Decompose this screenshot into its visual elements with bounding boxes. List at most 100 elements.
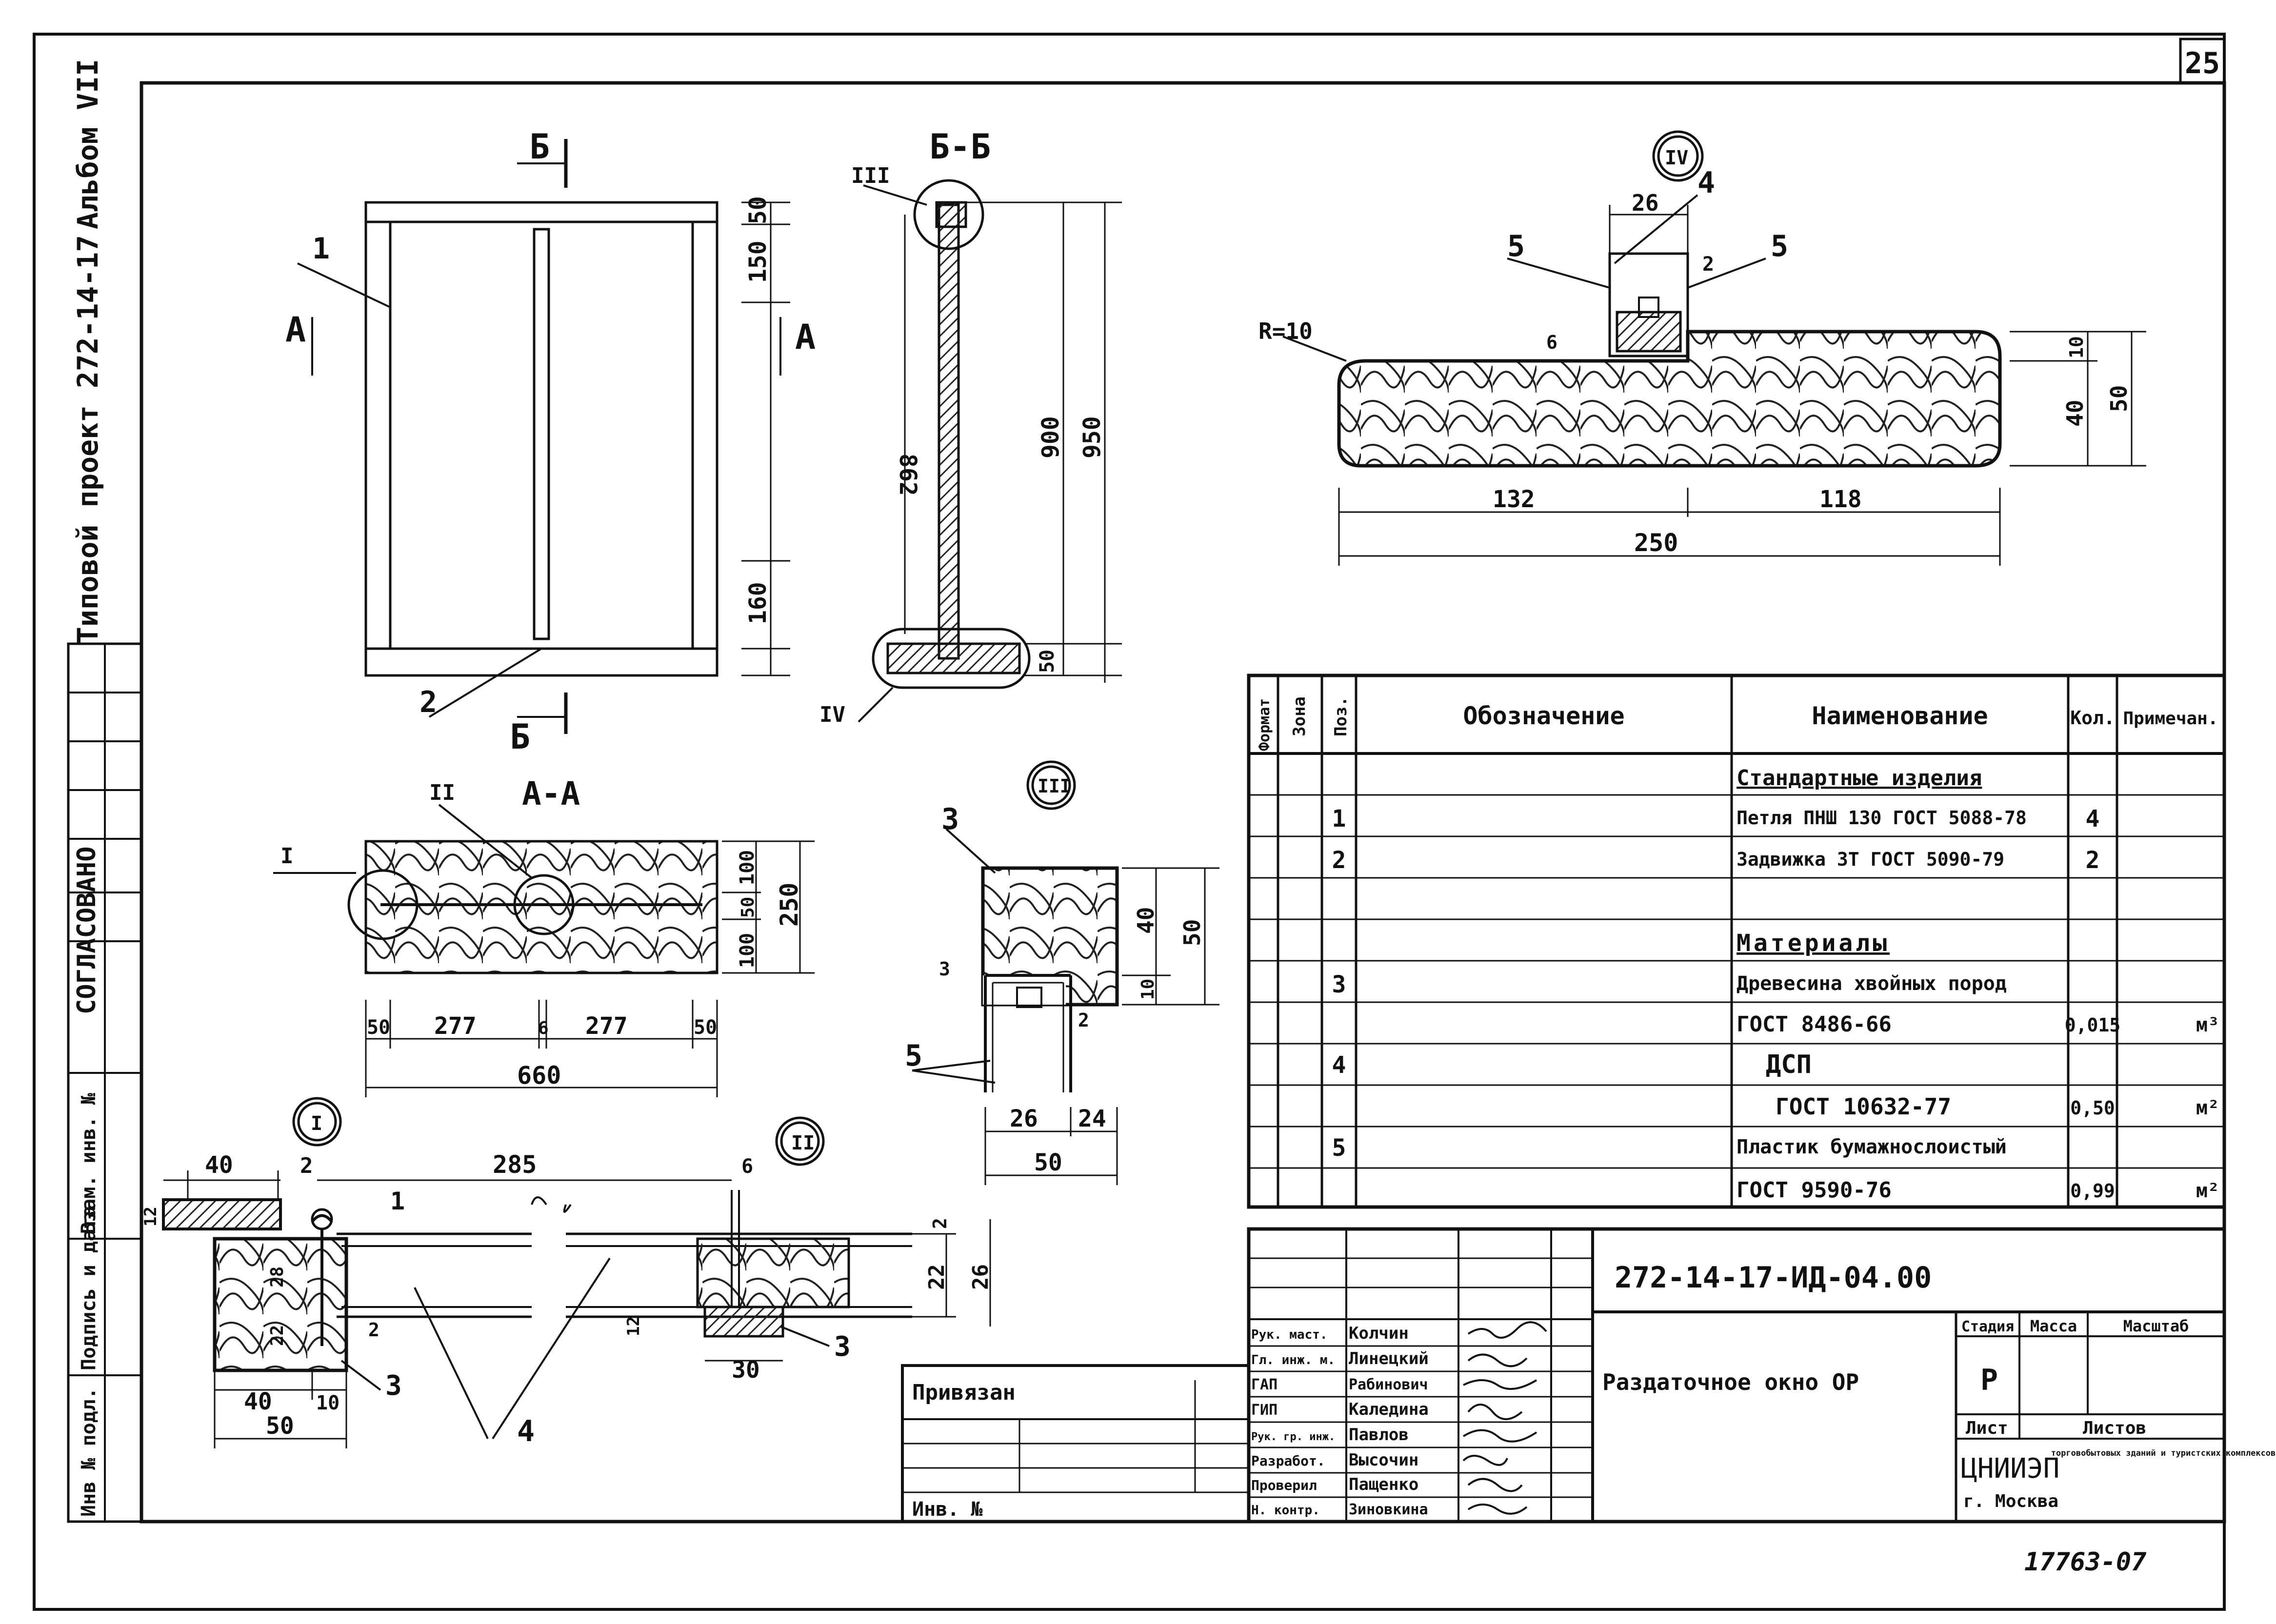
- section-bb-title: Б-Б: [929, 127, 991, 167]
- section-aa-title: А-А: [522, 775, 580, 812]
- node-i-dim-28: 28: [267, 1267, 287, 1287]
- node-ii-dim-2: 2: [929, 1218, 951, 1229]
- spec-row-qty-1: 4: [2086, 805, 2100, 832]
- spec-row-name-9: Пластик бумажнослоистый: [1737, 1136, 2007, 1158]
- front-dim-950: 950: [1100, 458, 1101, 459]
- node-ii-dim-6: 6: [741, 1155, 753, 1178]
- privyazan-label: Привязан: [912, 1380, 1016, 1405]
- section-bb-dim-862: 862: [894, 454, 921, 496]
- section-aa-node-i: I: [280, 844, 294, 869]
- node-i-dim-2-mid: 2: [368, 1319, 379, 1341]
- spec-row-name-2: Задвижка 3Т ГОСТ 5090-79: [1737, 849, 2004, 870]
- spec-row-pos-2: 2: [1332, 847, 1346, 874]
- node-iii-dim-24: 24: [1078, 1105, 1106, 1132]
- spec-row-pos-1: 1: [1332, 805, 1346, 832]
- front-cut-b-bottom: Б: [510, 717, 530, 757]
- name-3: Рабинович: [1349, 1376, 1428, 1393]
- section-bb-dim-950: 950: [1078, 416, 1106, 458]
- spec-row-name-0: Стандартные изделия: [1737, 766, 1982, 791]
- node-ii-dim-12: 12: [624, 1316, 643, 1336]
- node-iii-dim-10: 10: [1138, 979, 1158, 1000]
- name-6: Высочин: [1349, 1450, 1418, 1470]
- node-iii-dim-2: 2: [1078, 1010, 1089, 1031]
- section-aa-dim-50-right: 50: [694, 1016, 717, 1039]
- name-8: Зиновкина: [1349, 1501, 1428, 1518]
- spec-row-name-8: ГОСТ 10632-77: [1776, 1093, 1951, 1120]
- spec-row-pos-5: 3: [1332, 971, 1346, 998]
- spec-row-name-10: ГОСТ 9590-76: [1737, 1178, 1892, 1203]
- node-i-dim-12-left: 12: [141, 1207, 160, 1227]
- mass-label: Масса: [2030, 1317, 2077, 1335]
- spec-header-qty: Кол.: [2070, 707, 2115, 729]
- node-i-dim-2-top: 2: [300, 1153, 313, 1178]
- album-label: Альбом VII: [71, 59, 104, 229]
- node-ii-callout-3: 3: [834, 1331, 851, 1363]
- node-iv: [1282, 130, 2146, 566]
- side-field-signature: Подпись и дата: [78, 1206, 100, 1370]
- role-4: ГИП: [1251, 1402, 1278, 1419]
- node-iii-label: III: [1038, 775, 1071, 797]
- section-aa-dim-250: 250: [775, 883, 803, 927]
- side-field-inv-podl: Инв № подл.: [78, 1387, 100, 1517]
- front-dim-160: 160: [744, 582, 772, 624]
- title-block: [901, 1227, 2226, 1524]
- node-i-dim-10: 10: [316, 1392, 339, 1414]
- role-8: Н. контр.: [1251, 1503, 1320, 1518]
- role-1: Рук. маст.: [1251, 1327, 1328, 1342]
- node-iii-dim-3: 3: [939, 958, 950, 980]
- section-aa-dim-277-right: 277: [585, 1012, 628, 1040]
- spec-header-pos: Поз.: [1331, 696, 1351, 736]
- node-iv-dim-250: 250: [1634, 529, 1678, 557]
- spec-row-qty-6: 0,015: [2065, 1014, 2120, 1036]
- node-i-dim-22-left: 22: [267, 1325, 287, 1346]
- role-6: Разработ.: [1251, 1453, 1325, 1469]
- stage-value: Р: [1980, 1363, 1998, 1397]
- section-aa-dim-6: 6: [538, 1018, 549, 1038]
- node-i-callout-3: 3: [385, 1370, 402, 1402]
- sheet-label: Лист: [1966, 1418, 2008, 1438]
- node-iv-callout-4: 4: [1697, 166, 1715, 200]
- name-5: Павлов: [1349, 1425, 1409, 1445]
- spec-row-note-6: м³: [2196, 1014, 2219, 1036]
- page-number: 25: [2185, 46, 2220, 80]
- name-2: Линецкий: [1349, 1349, 1429, 1368]
- spec-header-zone: Зона: [1290, 696, 1309, 736]
- section-aa-dim-50-left: 50: [367, 1016, 390, 1039]
- stage-label: Стадия: [1961, 1318, 2014, 1335]
- node-ii-dim-26: 26: [968, 1264, 993, 1290]
- inv-no-label: Инв. №: [912, 1498, 983, 1521]
- section-aa-dim-100-bottom: 100: [736, 933, 759, 968]
- node-iv-dim-118: 118: [1819, 486, 1862, 513]
- page-number-box: [2179, 38, 2226, 84]
- node-i-callout-1: 1: [390, 1187, 405, 1215]
- scale-label: Масштаб: [2123, 1317, 2189, 1335]
- front-cut-b-top: Б: [529, 127, 550, 167]
- node-ii-dim-30: 30: [732, 1356, 760, 1384]
- node-iii-dim-26: 26: [1010, 1105, 1038, 1132]
- front-callout-2: 2: [419, 685, 437, 719]
- node-ii-dim-22: 22: [924, 1264, 949, 1290]
- node-i-dim-50: 50: [266, 1412, 294, 1440]
- node-iv-callout-5a: 5: [1507, 229, 1525, 263]
- spec-row-pos-7: 4: [1332, 1051, 1346, 1079]
- role-7: Проверил: [1251, 1477, 1317, 1493]
- title-code: 272-14-17-ИД-04.00: [1615, 1261, 1932, 1295]
- name-7: Пащенко: [1349, 1475, 1418, 1494]
- spec-row-qty-2: 2: [2086, 847, 2100, 874]
- front-dim-50-top: 50: [744, 196, 772, 224]
- section-aa-dim-50-mid: 50: [738, 897, 758, 918]
- spec-row-note-10: м²: [2196, 1180, 2219, 1202]
- node-iv-dim-50: 50: [2106, 385, 2132, 412]
- spec-row-qty-8: 0,50: [2070, 1097, 2115, 1119]
- node-iv-dim-10: 10: [2066, 336, 2087, 358]
- bottom-note: 17763-07: [2024, 1547, 2147, 1577]
- project-label: Типовой проект 272-14-17: [71, 235, 104, 644]
- node-iv-label: IV: [1665, 147, 1688, 169]
- node-iii-dim-40: 40: [1133, 907, 1159, 934]
- spec-header-note: Примечан.: [2123, 709, 2218, 729]
- name-4: Каледина: [1349, 1400, 1429, 1419]
- node-iv-dim-26: 26: [1632, 190, 1658, 216]
- node-iii-callout-3: 3: [941, 802, 959, 836]
- node-i-dim-40-top: 40: [205, 1151, 233, 1179]
